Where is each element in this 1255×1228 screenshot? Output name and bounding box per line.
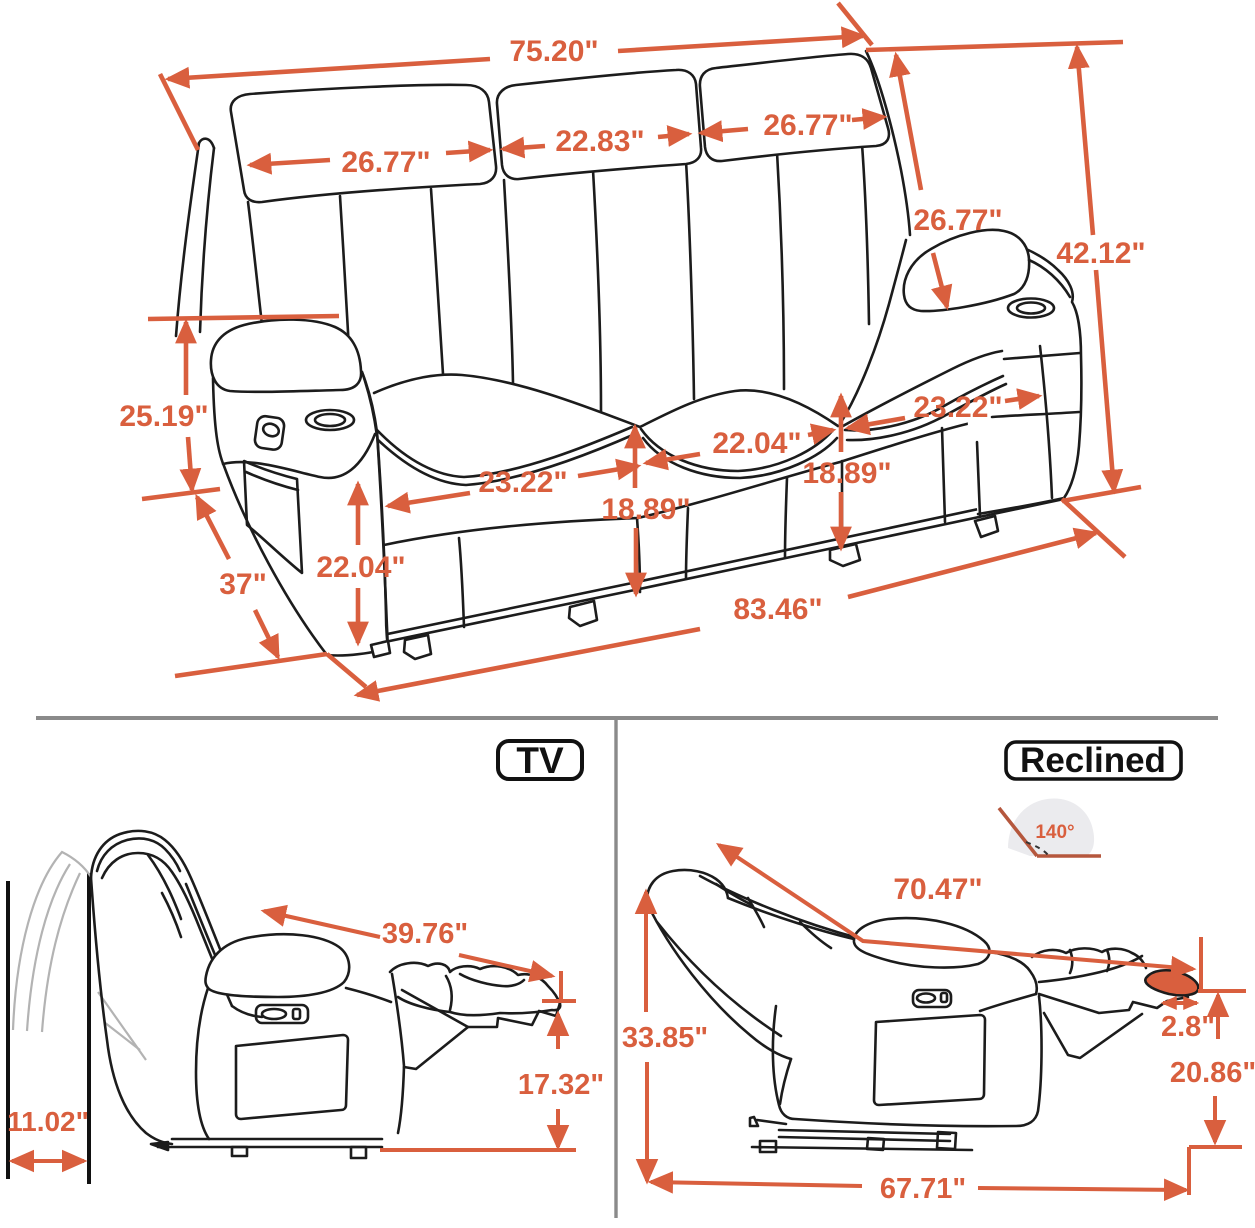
svg-text:140°: 140°	[1035, 822, 1074, 843]
svg-text:17.32": 17.32"	[518, 1069, 604, 1101]
svg-text:2.8": 2.8"	[1161, 1011, 1215, 1043]
svg-text:33.85": 33.85"	[622, 1022, 708, 1054]
svg-text:TV: TV	[516, 740, 564, 781]
svg-text:11.02": 11.02"	[7, 1106, 89, 1137]
svg-text:67.71": 67.71"	[880, 1173, 966, 1205]
svg-text:18.89": 18.89"	[601, 493, 690, 526]
svg-text:22.04": 22.04"	[316, 551, 405, 584]
svg-text:26.77": 26.77"	[763, 109, 852, 142]
svg-text:25.19": 25.19"	[119, 400, 208, 433]
svg-text:Reclined: Reclined	[1020, 741, 1166, 780]
svg-text:26.77": 26.77"	[913, 204, 1002, 237]
svg-text:22.83": 22.83"	[555, 125, 644, 158]
svg-text:75.20": 75.20"	[509, 35, 598, 68]
svg-text:23.22": 23.22"	[913, 391, 1002, 424]
svg-text:42.12": 42.12"	[1056, 237, 1145, 270]
svg-text:18.89": 18.89"	[802, 457, 891, 490]
svg-text:39.76": 39.76"	[382, 918, 468, 950]
svg-text:83.46": 83.46"	[733, 593, 822, 626]
svg-text:37": 37"	[219, 568, 267, 601]
svg-text:20.86": 20.86"	[1170, 1057, 1255, 1089]
svg-text:70.47": 70.47"	[893, 873, 982, 906]
svg-text:26.77": 26.77"	[341, 146, 430, 179]
svg-text:23.22": 23.22"	[478, 466, 567, 499]
svg-text:22.04": 22.04"	[712, 427, 801, 460]
